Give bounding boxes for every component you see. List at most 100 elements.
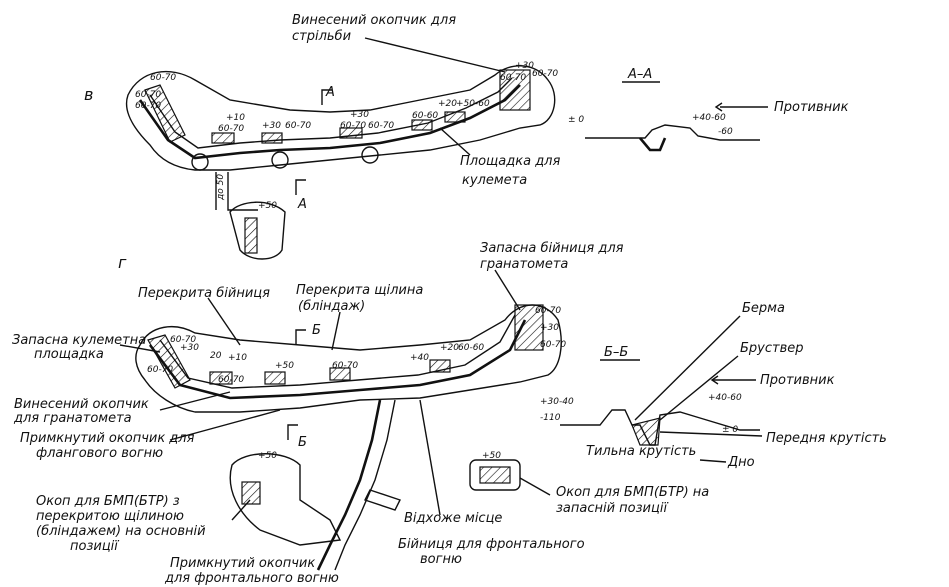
aa-profile: [585, 124, 760, 141]
bb-bottom: Дно: [727, 455, 755, 470]
firing-pos-g-4: [429, 359, 451, 373]
leader-advanced: [159, 391, 231, 411]
aa-zero: ± 0: [568, 115, 584, 125]
trench-g-inner: [159, 314, 516, 389]
trench-g: [148, 319, 527, 400]
label-attached-frontal: Примкнутий окопчик: [170, 556, 315, 571]
label-bmp-main-3: (бліндажем) на основній: [36, 524, 206, 539]
val-g-3: 20: [210, 351, 222, 361]
cut-a-label-bottom: А: [297, 197, 307, 212]
plan-g: г Б Б 60-70 +30 60-: [12, 241, 709, 586]
val-g-1: +30: [180, 343, 199, 353]
bb-left-depth: -110: [540, 413, 561, 423]
val-g-7: 60-70: [332, 361, 358, 371]
shelter-b: [229, 201, 286, 260]
firing-pos-5: [444, 111, 466, 123]
label-frontal-loophole: Бійниця для фронтального: [398, 537, 585, 552]
cut-b-top: [295, 329, 306, 345]
label-toilet: Відхоже місце: [404, 511, 502, 526]
val-b-14: 60-70: [532, 69, 558, 79]
leader-attached: [169, 409, 281, 441]
advanced-post-b: [499, 69, 531, 111]
label-covered-slit: Перекрита щілина: [296, 283, 423, 298]
bb-enemy: Противник: [760, 373, 835, 388]
firing-pos-3: [339, 127, 363, 139]
firing-pos-g-3: [329, 367, 351, 381]
val-b-2: 60-70: [135, 101, 161, 111]
label-observation-post: Винесений окопчик для: [292, 13, 456, 28]
shelter-g: [229, 453, 342, 546]
shelter-b-hatch: [244, 217, 258, 254]
aa-trench: [639, 137, 667, 152]
firing-pos-g-2: [264, 371, 286, 385]
val-b-10: +20: [438, 99, 457, 109]
val-g-8: +40: [410, 353, 429, 363]
aa-arrowhead: [714, 102, 723, 112]
firing-pos-2: [261, 132, 283, 144]
leader-reserve-grenade: [494, 269, 521, 311]
val-b-15: 60-70: [500, 73, 526, 83]
val-g-5: 60-70: [218, 375, 244, 385]
label-bmp-reserve-2: запасній позиції: [556, 501, 668, 516]
val-g-15: +50: [482, 451, 501, 461]
bb-zero: ± 0: [722, 425, 738, 435]
label-covered-slit-2: (бліндаж): [298, 299, 365, 314]
comm-trench-g: [316, 399, 382, 571]
label-mg-platform: Площадка для: [460, 154, 560, 169]
toilet: [364, 489, 401, 511]
shelter-g-hatch: [241, 481, 261, 505]
firing-pos-4: [411, 119, 433, 131]
label-advanced-trench-2: для гранатомета: [13, 411, 132, 426]
val-b-12: 60-60: [412, 111, 438, 121]
bb-parapet: Бруствер: [740, 341, 804, 356]
leader-covered-slit: [331, 311, 341, 351]
label-reserve-grenade: Запасна бійниця для: [480, 241, 624, 256]
left-end-g: [147, 334, 191, 389]
cut-a-label-top: А: [325, 85, 335, 100]
val-b-9: 60-70: [368, 121, 394, 131]
val-g-4: +10: [228, 353, 247, 363]
val-g-11: 60-70: [535, 306, 561, 316]
aa-enemy: Противник: [774, 100, 849, 115]
leader-mg: [439, 127, 471, 156]
cut-a-bottom: [295, 179, 306, 195]
cut-a-top: [321, 89, 332, 105]
bb-left-top: +30-40: [540, 397, 574, 407]
label-observation-post-2: стрільби: [292, 29, 351, 44]
bmp-reserve: [469, 459, 521, 491]
aa-top: +40-60: [692, 113, 726, 123]
label-covered-loophole: Перекрита бійниця: [138, 286, 270, 301]
leader-covered-loophole: [207, 297, 241, 346]
val-g-6: +50: [275, 361, 294, 371]
val-b-11: +50-60: [456, 99, 490, 109]
plan-b: в 60-70 60-70 60-70 +10: [84, 13, 560, 260]
comm-trench-b: [227, 172, 258, 211]
leader-obs: [364, 37, 506, 73]
bump-1: [191, 153, 209, 171]
label-reserve-mg: Запасна кулеметна: [12, 333, 146, 348]
bb-arrowhead: [710, 375, 719, 385]
label-advanced-trench: Винесений окопчик: [14, 397, 149, 412]
label-reserve-grenade-2: гранатомета: [480, 257, 568, 272]
label-mg-platform-2: кулемета: [462, 173, 527, 188]
val-g-2: 60-70: [147, 365, 173, 375]
trench-b: [138, 84, 521, 160]
letter-b: в: [84, 85, 93, 104]
val-g-13: 60-70: [540, 340, 566, 350]
dim-vertical-b: до 50: [216, 174, 226, 201]
label-bmp-main: Окоп для БМП(БТР) з: [36, 494, 180, 509]
val-b-0: 60-70: [150, 73, 176, 83]
leader-bmp-main: [231, 499, 251, 521]
leader-toilet: [419, 399, 441, 516]
cut-b-bottom: [287, 424, 298, 440]
label-bmp-main-4: позиції: [70, 539, 119, 554]
bump-3: [361, 146, 379, 164]
label-attached-trench-2: флангового вогню: [36, 446, 163, 461]
comm-trench-g-2: [334, 399, 396, 571]
bb-berm: Берма: [742, 301, 785, 316]
label-bmp-reserve: Окоп для БМП(БТР) на: [556, 485, 709, 500]
val-b-4: 60-70: [218, 124, 244, 134]
val-g-12: +30: [540, 323, 559, 333]
letter-g: г: [118, 253, 127, 272]
val-g-0: 60-70: [170, 335, 196, 345]
